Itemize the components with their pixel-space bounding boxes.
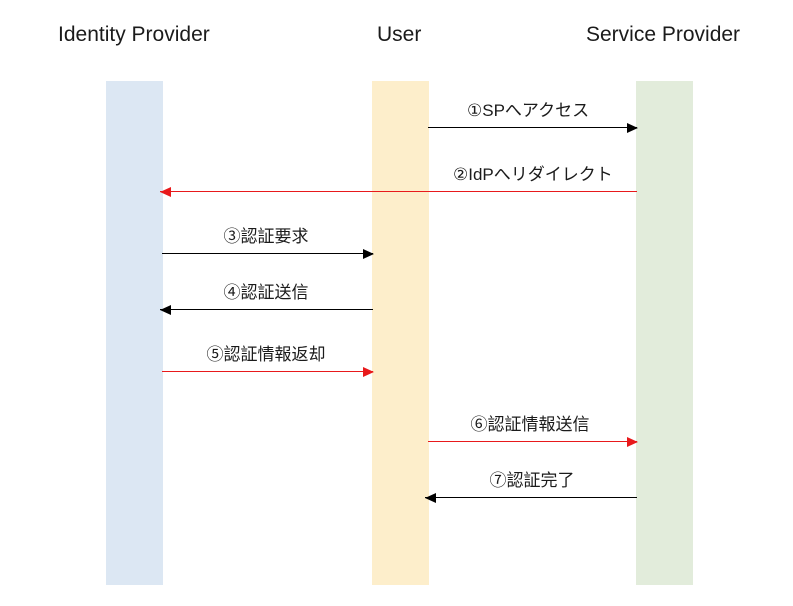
message-arrow-head-6 <box>627 436 638 447</box>
message-arrow-line-1 <box>428 127 637 128</box>
participant-title-user: User <box>377 23 422 46</box>
message-arrow-head-7 <box>425 492 436 503</box>
message-arrow-line-5 <box>162 371 373 372</box>
message-arrow-head-3 <box>363 248 374 259</box>
message-arrow-head-2 <box>160 186 171 197</box>
message-arrow-head-4 <box>160 304 171 315</box>
message-label-7: ⑦認証完了 <box>489 471 575 490</box>
message-arrow-line-3 <box>162 253 373 254</box>
message-arrow-line-2 <box>160 191 637 192</box>
lifeline-band-identity-provider <box>106 81 163 585</box>
lifeline-band-service-provider <box>636 81 693 585</box>
message-label-2: ②IdPへリダイレクト <box>453 165 613 184</box>
message-label-1: ①SPへアクセス <box>467 101 590 120</box>
message-arrow-line-4 <box>160 309 373 310</box>
message-arrow-head-5 <box>363 366 374 377</box>
message-label-4: ④認証送信 <box>223 283 309 302</box>
lifeline-band-user <box>372 81 429 585</box>
message-label-5: ⑤認証情報返却 <box>206 345 326 364</box>
message-label-3: ③認証要求 <box>223 227 309 246</box>
message-label-6: ⑥認証情報送信 <box>470 415 590 434</box>
participant-title-identity-provider: Identity Provider <box>58 23 210 46</box>
message-arrow-line-7 <box>425 497 637 498</box>
message-arrow-line-6 <box>428 441 637 442</box>
participant-title-service-provider: Service Provider <box>586 23 741 46</box>
message-arrow-head-1 <box>627 122 638 133</box>
